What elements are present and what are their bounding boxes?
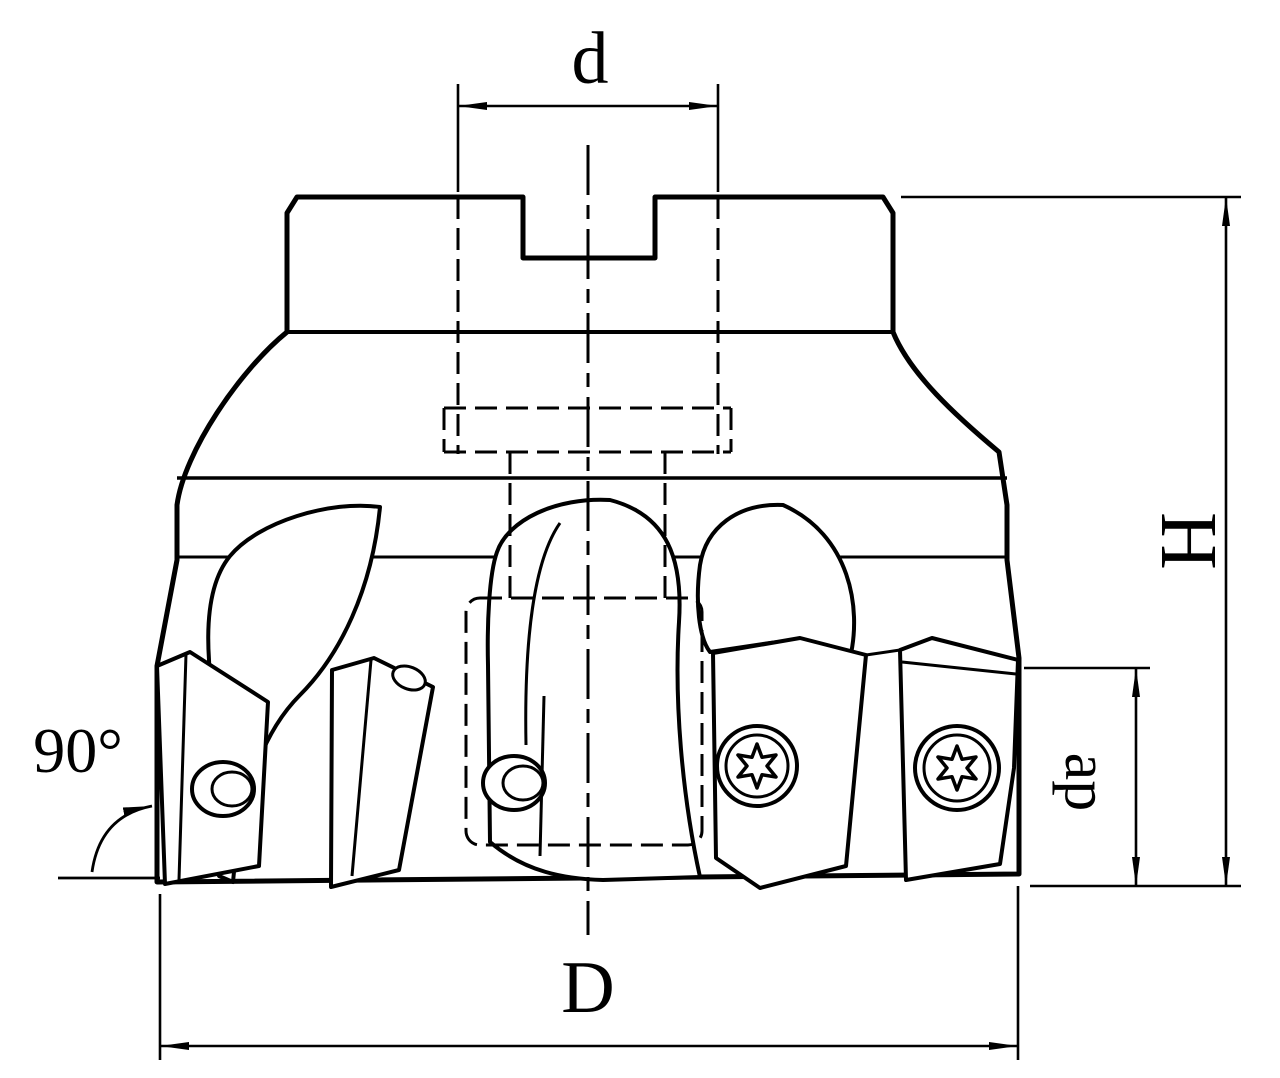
torx-star-icon [936, 744, 978, 792]
angle-annotation [58, 804, 160, 880]
angle-arc [90, 804, 153, 873]
pocket-edge-right [865, 648, 901, 657]
torx-screw-icon [913, 724, 1001, 812]
screw-tip-mid-left [391, 664, 427, 692]
entering-angle-label: 90° [33, 715, 123, 786]
dimension-ap [1024, 666, 1150, 886]
dimension-d-bore [456, 84, 720, 192]
torx-screw-icon [715, 724, 799, 808]
height-label: H [1144, 512, 1232, 570]
pocket-hidden-outline [464, 596, 704, 847]
drive-slot-hidden [508, 452, 667, 598]
insert-left-facet-line [177, 653, 188, 881]
dimension-diameter [158, 886, 1020, 1060]
flute-middle [485, 497, 702, 882]
flute-middle-rake-line [524, 522, 562, 746]
ext-line [158, 886, 1020, 1060]
bore-diameter-label: d [572, 18, 609, 100]
flute-left [206, 503, 382, 884]
insert-right-bevel-line [901, 660, 1017, 676]
depth-of-cut-label: ap [1052, 753, 1120, 812]
screw-hole-middle-inner [501, 764, 545, 802]
torx-star-icon [736, 742, 778, 790]
cutter-diameter-label: D [561, 947, 614, 1029]
insert-mid-left-facet-line [350, 659, 373, 877]
screw-hole-left-inner [210, 770, 254, 808]
inserts [155, 636, 1020, 890]
